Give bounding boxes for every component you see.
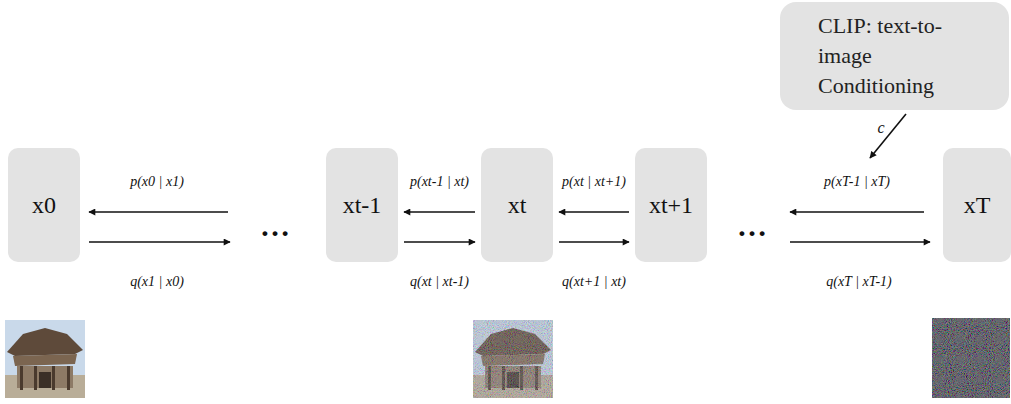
ellipsis: … xyxy=(737,209,767,243)
state-box: xt xyxy=(481,148,553,262)
clean-image xyxy=(5,320,85,398)
transition-label: p(xT-1 | xT) xyxy=(824,174,890,190)
transition-label: p(xt-1 | xt) xyxy=(410,174,469,190)
forward-arrow xyxy=(404,241,475,243)
reverse-arrow xyxy=(559,211,629,213)
state-box: x0 xyxy=(8,148,80,262)
node-label: xt-1 xyxy=(343,192,382,219)
node-label: xt+1 xyxy=(649,192,693,219)
node-label: x0 xyxy=(32,192,56,219)
node-label: CLIP: text-to-image Conditioning xyxy=(818,11,968,101)
forward-arrow xyxy=(89,241,230,243)
ellipsis: … xyxy=(260,209,290,243)
transition-label: q(xt | xt-1) xyxy=(410,274,469,290)
state-box: xT xyxy=(943,148,1011,262)
transition-label: q(xt+1 | xt) xyxy=(562,274,626,290)
state-box: xt+1 xyxy=(635,148,707,262)
noise-image xyxy=(932,318,1010,398)
forward-arrow xyxy=(790,241,930,243)
node-label: xT xyxy=(964,192,991,219)
transition-label: p(x0 | x1) xyxy=(130,174,184,190)
transition-label: q(xT | xT-1) xyxy=(826,274,892,290)
state-box: xt-1 xyxy=(326,148,398,262)
transition-label: p(xt | xt+1) xyxy=(562,174,626,190)
transition-label: q(x1 | x0) xyxy=(130,274,184,290)
forward-arrow xyxy=(559,241,629,243)
conditioning-box: CLIP: text-to-image Conditioning xyxy=(780,2,1009,110)
noisy-image xyxy=(473,320,553,398)
conditioning-arrow xyxy=(870,114,906,158)
reverse-arrow xyxy=(89,211,228,213)
reverse-arrow xyxy=(790,211,924,213)
reverse-arrow xyxy=(404,211,475,213)
transition-label: c xyxy=(877,119,884,137)
node-label: xt xyxy=(508,192,527,219)
